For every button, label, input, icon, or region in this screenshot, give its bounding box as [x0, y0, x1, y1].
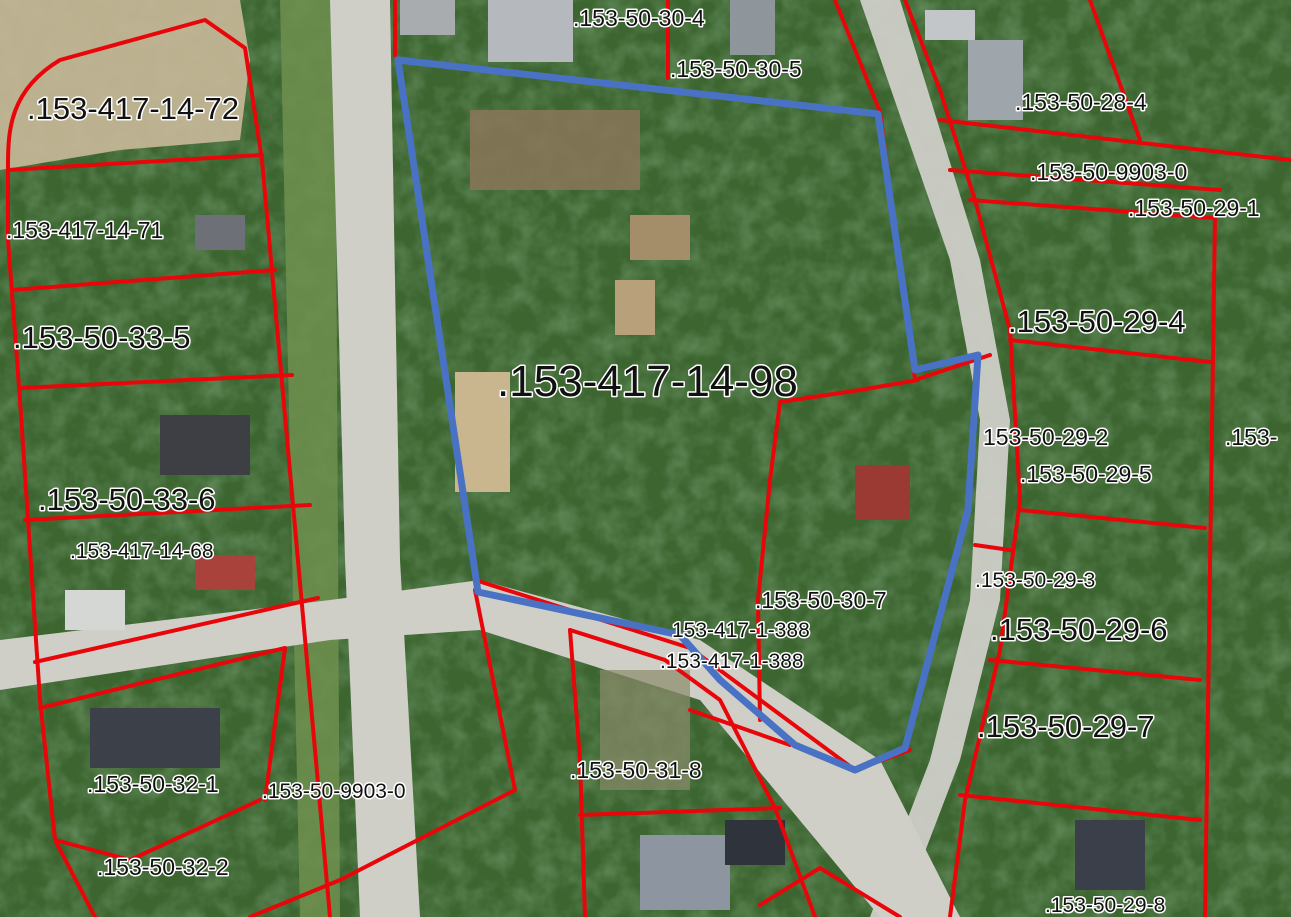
parcel-label[interactable]: .153-50-30-4	[572, 4, 707, 33]
building-roof	[90, 708, 220, 768]
parcel-boundary-line	[53, 798, 262, 862]
parcel-label[interactable]: 153-417-1-388	[671, 618, 812, 644]
building-roof	[968, 40, 1023, 120]
parcel-boundaries	[6, 0, 1291, 917]
parcel-label[interactable]: .153-50-29-1	[1127, 194, 1262, 223]
parcel-boundary-line	[958, 793, 1202, 822]
parcel-boundary-line	[38, 646, 287, 802]
parcel-boundary-line	[33, 596, 320, 664]
parcel-label[interactable]: .153-50-29-6	[989, 611, 1170, 649]
parcel-boundary-line	[248, 588, 517, 917]
parcel-boundary-line	[688, 708, 792, 747]
parcel-boundary-line	[6, 153, 264, 172]
building-roof	[730, 0, 775, 55]
grass-strip	[280, 0, 340, 917]
parcel-boundary-line	[568, 628, 587, 917]
parcel-boundary-line	[578, 806, 782, 817]
parcel-label[interactable]: .153-417-14-72	[26, 90, 241, 128]
parcel-label[interactable]: .153-50-29-5	[1019, 460, 1154, 489]
parcel-boundary-line	[968, 198, 1217, 220]
parcel-label[interactable]: .153-50-32-2	[96, 853, 231, 882]
main-road	[330, 0, 420, 917]
parcel-label[interactable]: .153-50-30-7	[754, 586, 889, 615]
building-roof	[1075, 820, 1145, 890]
parcel-boundary-line	[10, 268, 277, 292]
parcel-boundary-line	[1018, 508, 1207, 530]
parcel-boundary-line	[938, 118, 1291, 162]
building-roof	[160, 415, 250, 475]
parcel-boundary-line	[758, 866, 902, 917]
building-roof	[455, 372, 510, 492]
parcel-label[interactable]: .153-50-33-5	[12, 319, 193, 357]
parcel-labels: .153-50-30-4 .153-50-30-5 .153-50-28-4 .…	[5, 4, 1279, 917]
building-roof	[400, 0, 455, 35]
parcel-label[interactable]: .153-50-9903-0	[261, 779, 408, 805]
building-roof	[855, 465, 910, 520]
parcel-label[interactable]: .153-50-28-4	[1014, 88, 1149, 117]
parcel-label[interactable]: .153-50-29-4	[1007, 303, 1188, 341]
parcel-boundary-line	[23, 503, 312, 522]
parcel-label[interactable]: .153-50-29-7	[976, 708, 1157, 746]
selected-parcel-outline[interactable]	[394, 56, 982, 774]
building-roof	[488, 0, 573, 62]
parcel-label[interactable]: .153-50-30-5	[669, 55, 804, 84]
parcel-boundary-line	[568, 628, 817, 917]
parcel-label[interactable]: .153-50-33-6	[37, 481, 218, 519]
building-roof	[640, 835, 730, 910]
building-roof	[630, 215, 690, 260]
parcel-boundary-line	[973, 543, 1012, 552]
parcel-boundary-line	[1203, 213, 1217, 917]
building-roof	[925, 10, 975, 40]
parcel-label[interactable]: .153-417-14-71	[5, 216, 165, 245]
building-roof	[725, 820, 785, 865]
garden-plot	[600, 670, 690, 790]
parcel-label[interactable]: .153-417-1-388	[659, 649, 806, 675]
parcel-label[interactable]: .153-50-31-8	[569, 756, 704, 785]
parcel-boundary-line	[756, 378, 920, 722]
parcel-label[interactable]: .153-417-14-68	[69, 539, 216, 565]
parcel-label[interactable]: .153-50-9903-0	[1029, 158, 1189, 187]
building-roof	[195, 215, 245, 250]
parcel-boundary-line	[18, 373, 294, 390]
parcel-label[interactable]: .153-	[1224, 423, 1279, 452]
parcel-label[interactable]: .153-50-29-3	[974, 568, 1097, 594]
parcel-boundary-line	[1088, 0, 1142, 142]
cleared-ground	[470, 110, 640, 190]
side-road	[0, 580, 960, 917]
parcel-boundary-line	[6, 18, 332, 917]
open-field	[0, 0, 250, 170]
parcel-boundary-line	[988, 658, 1202, 682]
parcel-boundary-line	[1008, 338, 1212, 364]
parcel-boundary-line	[903, 0, 1022, 917]
building-roof	[65, 590, 125, 630]
parcel-label[interactable]: 153-50-29-2	[982, 423, 1110, 452]
east-road	[860, 0, 1010, 917]
parcel-label[interactable]: .153-50-32-1	[86, 770, 221, 799]
building-roof	[195, 555, 255, 590]
parcel-boundary-line	[948, 168, 1222, 192]
parcel-label[interactable]: .153-50-29-8	[1044, 893, 1167, 917]
building-roof	[615, 280, 655, 335]
selected-parcel-label[interactable]: .153-417-14-98	[496, 356, 800, 408]
